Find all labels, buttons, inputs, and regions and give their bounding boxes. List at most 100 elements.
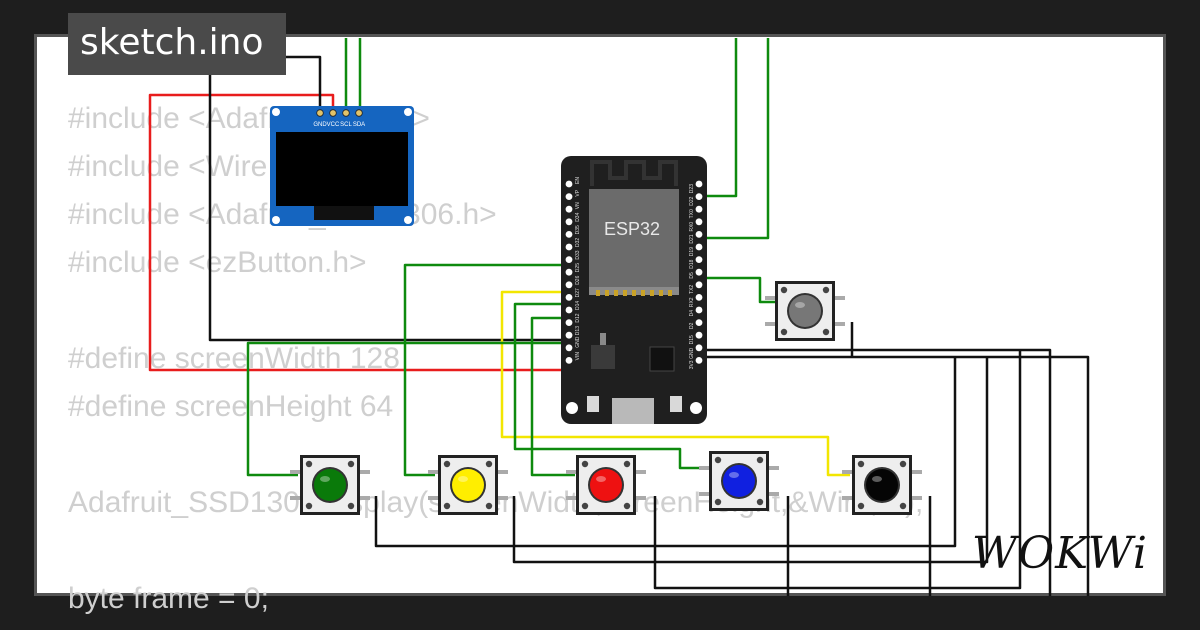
button-shine <box>795 302 805 308</box>
module-pad <box>659 290 663 296</box>
wire-gnd-red <box>653 350 1022 590</box>
button-leg <box>842 470 854 474</box>
esp32-pin-label: D34 <box>575 212 581 221</box>
esp32-pin-label: VN <box>575 202 581 209</box>
esp32-pin <box>565 193 573 201</box>
button-leg <box>290 496 302 500</box>
pushbutton-blue[interactable] <box>699 451 779 511</box>
pushbutton-yellow[interactable] <box>428 455 508 515</box>
button-leg <box>566 496 578 500</box>
esp32-board: ESP32ENVPVND34D35D32D33D25D26D27D14D12D1… <box>561 156 707 424</box>
button-corner <box>347 460 355 468</box>
esp32-pin <box>565 256 573 263</box>
oled-screen <box>276 132 408 206</box>
wire-gnd-bus <box>700 355 1090 596</box>
esp32-pin-label: TX2 <box>689 285 695 294</box>
esp32-pin <box>565 306 573 314</box>
esp32-pin-label: D12 <box>575 313 581 322</box>
button-corner <box>623 502 631 510</box>
esp32-module <box>589 189 679 287</box>
esp32-pin <box>695 256 703 263</box>
esp32-pin-label: D2 <box>689 322 695 329</box>
mount-hole <box>690 402 702 414</box>
esp32-pin <box>565 294 573 301</box>
button-corner <box>443 502 451 510</box>
button-leg <box>358 470 370 474</box>
wire-gnd-green <box>374 357 957 548</box>
esp32-label: ESP32 <box>604 219 660 239</box>
button-leg <box>767 492 779 496</box>
module-pad <box>605 290 609 296</box>
button-leg <box>634 470 646 474</box>
button-cap <box>314 469 346 501</box>
esp32-pin-label: D26 <box>575 275 581 284</box>
button-corner <box>714 456 722 464</box>
button-shine <box>729 472 739 478</box>
button-corner <box>822 286 830 294</box>
button-corner <box>305 460 313 468</box>
module-pad <box>650 290 654 296</box>
button-leg <box>910 470 922 474</box>
button-corner <box>857 502 865 510</box>
oled-ribbon <box>314 206 374 220</box>
esp32-pin <box>565 357 573 364</box>
esp32-pin-label: D21 <box>689 234 695 243</box>
wire-vcc <box>148 93 568 372</box>
button-leg <box>765 296 777 300</box>
esp32-pin-label: D14 <box>575 301 581 310</box>
esp32-pin <box>695 218 703 226</box>
button-shine <box>320 476 330 482</box>
esp32-pin-label: GND <box>575 336 581 348</box>
wire-gnd-bus <box>700 348 1052 596</box>
mount-hole <box>272 108 280 116</box>
wire-d21 <box>700 38 770 240</box>
esp32-pin-label: D15 <box>689 335 695 344</box>
button-leg <box>699 492 711 496</box>
oled-pin-label: SCL <box>340 122 352 128</box>
pushbutton-black[interactable] <box>842 455 922 515</box>
module-pad <box>623 290 627 296</box>
oled-pin <box>342 109 350 117</box>
button-corner <box>756 498 764 506</box>
button-leg <box>566 470 578 474</box>
esp32-pin <box>695 281 703 289</box>
button-corner <box>581 460 589 468</box>
en-button <box>670 396 682 412</box>
esp32-pin <box>565 205 573 213</box>
button-corner <box>780 328 788 336</box>
esp32-pin <box>695 231 703 238</box>
esp32-pin <box>695 344 703 352</box>
esp32-pin <box>565 319 573 326</box>
usb-port <box>612 398 654 424</box>
button-leg <box>910 496 922 500</box>
sketch-title: sketch.ino <box>68 13 286 75</box>
esp32-pin <box>695 180 703 188</box>
button-corner <box>756 456 764 464</box>
button-leg <box>428 496 440 500</box>
esp32-pin-label: D5 <box>689 272 695 279</box>
button-corner <box>780 286 788 294</box>
esp32-pin <box>695 268 703 276</box>
oled-pin <box>329 109 337 117</box>
button-corner <box>305 502 313 510</box>
button-cap <box>866 469 898 501</box>
pushbutton-red[interactable] <box>566 455 646 515</box>
button-corner <box>485 460 493 468</box>
esp32-pin <box>695 193 703 201</box>
voltage-regulator <box>591 345 615 369</box>
esp32-pin-label: D4 <box>689 310 695 317</box>
button-cap <box>789 295 821 327</box>
esp32-pin-label: D35 <box>575 225 581 234</box>
button-leg <box>428 470 440 474</box>
module-pad <box>641 290 645 296</box>
pushbutton-grey[interactable] <box>765 281 845 341</box>
esp32-pin <box>695 319 703 326</box>
pushbutton-green[interactable] <box>290 455 370 515</box>
button-corner <box>714 498 722 506</box>
button-corner <box>899 460 907 468</box>
esp32-pin-label: D19 <box>689 247 695 256</box>
esp32-pin <box>695 205 703 213</box>
esp32-pin-label: D33 <box>575 250 581 259</box>
